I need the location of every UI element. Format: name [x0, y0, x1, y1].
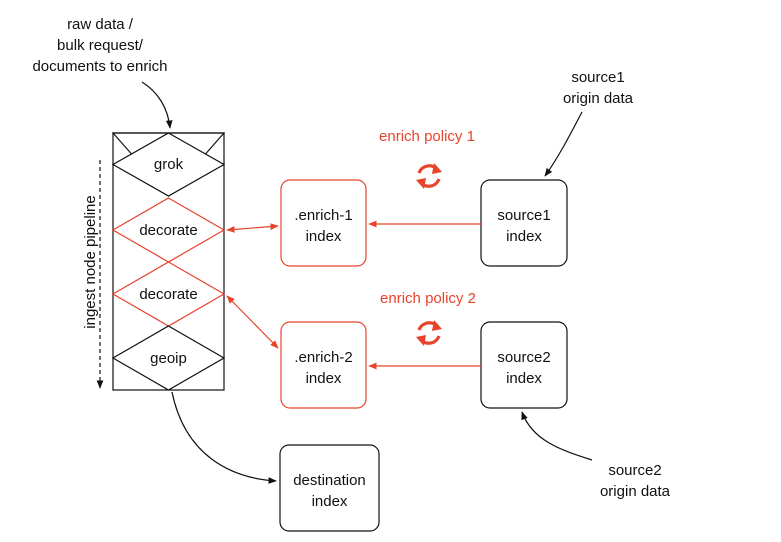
source1-origin-line2: origin data	[563, 90, 634, 107]
source2-origin-arrow	[521, 411, 593, 461]
source1-label-line2: index	[506, 228, 542, 245]
input-to-pipeline-arrow	[141, 81, 173, 129]
policy-2-label: enrich policy 2	[380, 290, 476, 307]
input-label-line2: bulk request/	[57, 37, 144, 54]
stage-grok-label: grok	[154, 156, 184, 173]
source2-origin-line2: origin data	[600, 483, 671, 500]
enrich-1-label-line1: .enrich-1	[294, 207, 352, 224]
destination-label-line1: destination	[293, 472, 366, 489]
pipeline-to-destination-arrow	[171, 391, 277, 484]
source2-index-box	[480, 321, 568, 409]
enrich-1-label-line2: index	[306, 228, 342, 245]
enrich-1-index-box	[280, 179, 367, 267]
source2-origin-line1: source2	[608, 462, 661, 479]
refresh-cycle-icon	[416, 320, 442, 346]
source1-label-line1: source1	[497, 207, 550, 224]
geoip-stage-diamond	[111, 325, 226, 391]
grok-stage-diamond	[111, 132, 226, 197]
source1-origin-line1: source1	[571, 69, 624, 86]
source1-origin-arrow	[544, 111, 583, 177]
enrich-2-index-box	[280, 321, 367, 409]
enrich2-decorate-arrow	[226, 295, 279, 349]
source2-label-line2: index	[506, 370, 542, 387]
refresh-cycle-icon	[416, 163, 442, 189]
source2-label-line1: source2	[497, 349, 550, 366]
input-label-line3: documents to enrich	[32, 58, 167, 75]
destination-label-line2: index	[312, 493, 348, 510]
source1-index-box	[480, 179, 568, 267]
enrich-2-label-line1: .enrich-2	[294, 349, 352, 366]
input-label-line1: raw data /	[67, 16, 134, 33]
enrich1-decorate-arrow	[226, 223, 279, 233]
stage-decorate-1-label: decorate	[139, 222, 197, 239]
policy-1-label: enrich policy 1	[379, 128, 475, 145]
enrich-2-label-line2: index	[306, 370, 342, 387]
pipeline-label: ingest node pipeline	[82, 195, 99, 328]
stage-geoip-label: geoip	[150, 350, 187, 367]
destination-index-box	[279, 444, 380, 532]
stage-decorate-2-label: decorate	[139, 286, 197, 303]
